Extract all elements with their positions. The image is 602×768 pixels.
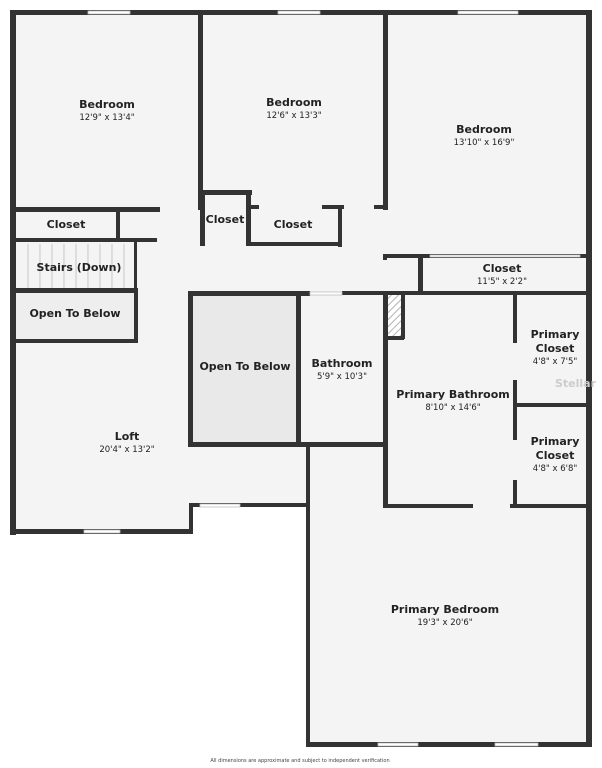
room-label: Primary [531,435,580,448]
room-label: Open To Below [29,307,120,320]
room-label: Primary Bedroom [391,603,499,616]
windows [83,10,581,747]
room-label: Bedroom [456,123,512,136]
room-label: Bedroom [266,96,322,109]
room-label: Open To Below [199,360,290,373]
open-to-below-area [14,292,136,340]
room-dims: 19'3" x 20'6" [417,618,472,628]
open-to-below-area [192,294,298,444]
room-label: Bathroom [312,357,373,370]
room-dims: 5'9" x 10'3" [317,372,367,382]
disclaimer: All dimensions are approximate and subje… [210,758,389,764]
room-label: Bedroom [79,98,135,111]
watermark: Stellar [555,377,597,390]
room-dims: 20'4" x 13'2" [99,445,154,455]
room-label: Stairs (Down) [37,261,122,274]
room-label: Closet [274,218,313,231]
room-label: Primary [531,328,580,341]
room-label: Closet [536,449,575,462]
room-dims: 11'5" x 2'2" [477,277,527,287]
room-dims: 8'10" x 14'6" [425,403,480,413]
room-dims: 4'8" x 6'8" [533,464,578,474]
room-label: Closet [206,213,245,226]
room-dims: 13'10" x 16'9" [454,138,515,148]
room-dims: 4'8" x 7'5" [533,357,578,367]
chase-hatched [388,295,402,337]
room-label: Loft [115,430,140,443]
room-label: Closet [536,342,575,355]
room-label: Primary Bathroom [396,388,509,401]
room-dims: 12'6" x 13'3" [266,111,321,121]
room-label: Closet [47,218,86,231]
room-dims: 12'9" x 13'4" [79,113,134,123]
room-label: Closet [483,262,522,275]
